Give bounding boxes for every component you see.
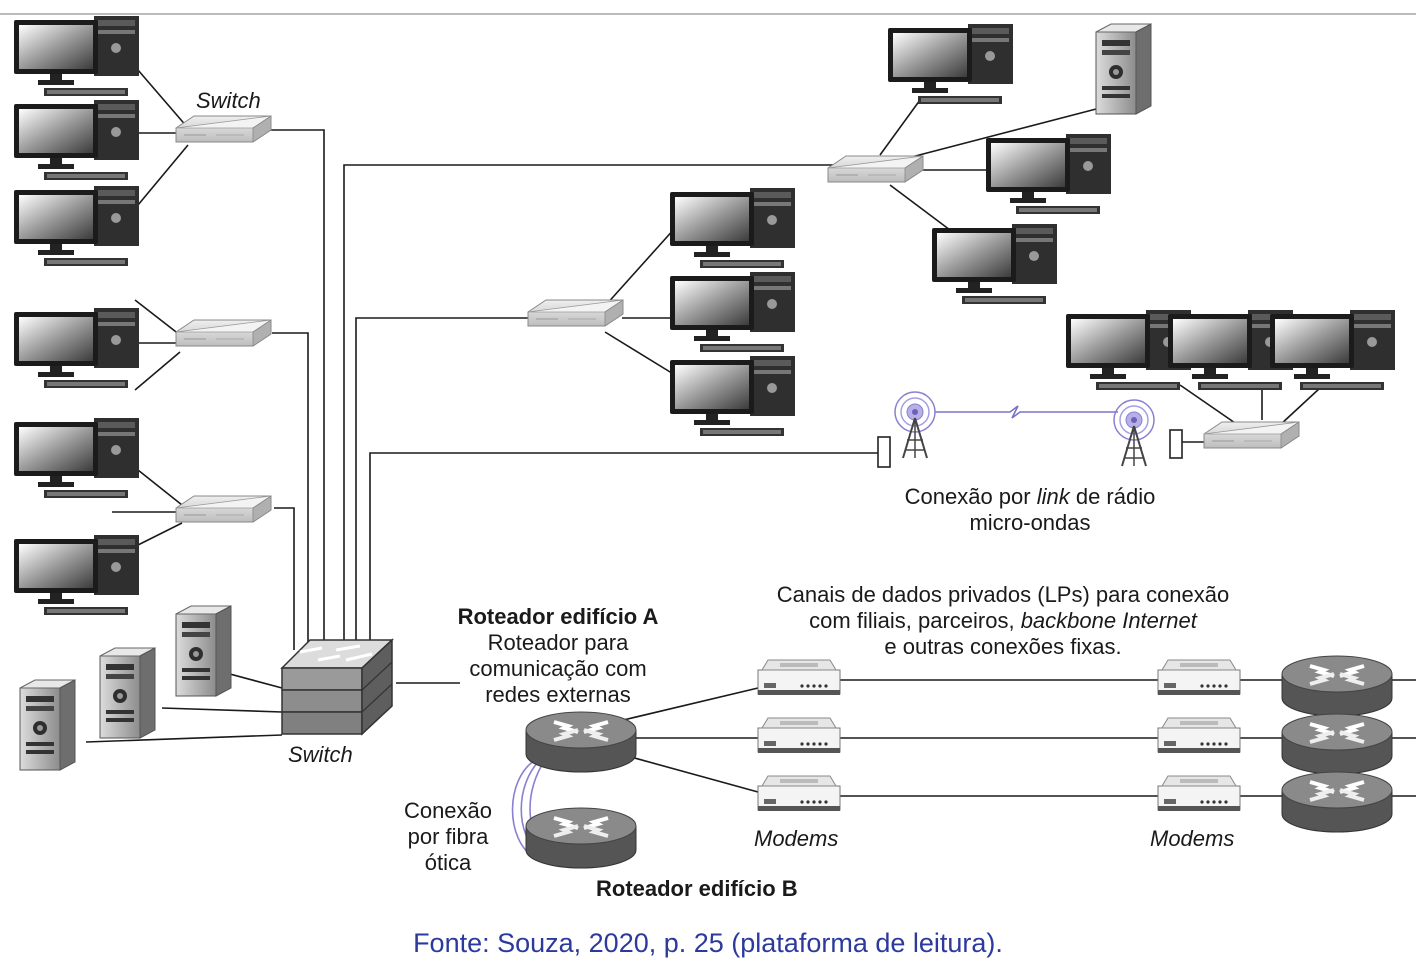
workstation-icon	[932, 224, 1057, 304]
switch-icon	[175, 319, 272, 347]
workstation-icon	[670, 272, 795, 352]
switch-label-top: Switch	[196, 88, 261, 113]
modem-icon	[757, 775, 841, 812]
lp-label-line3: e outras conexões fixas.	[884, 634, 1122, 659]
router-a-label: Roteador edifício A Roteador para comuni…	[430, 604, 686, 708]
router-icon	[1280, 654, 1394, 718]
server-tower-icon	[175, 605, 232, 697]
workstation-icon	[670, 356, 795, 436]
modem-icon	[1157, 659, 1241, 696]
fiber-line2: por fibra	[407, 824, 489, 849]
radio-label-text: Conexão por	[904, 484, 1037, 509]
workstation-icon	[14, 16, 139, 96]
radio-label-link: link	[1036, 484, 1070, 509]
lp-label-line1: Canais de dados privados (LPs) para cone…	[776, 582, 1230, 607]
modems-label-left: Modems	[754, 826, 839, 851]
modem-icon	[1157, 717, 1241, 754]
workstation-icon	[14, 100, 139, 180]
radio-label-text-end: de rádio	[1069, 484, 1156, 509]
lp-label-backbone: backbone Internet	[1020, 608, 1197, 633]
router-icon	[1280, 770, 1394, 834]
main-switch-icon	[280, 638, 394, 736]
fiber-label: Conexão por fibra ótica	[388, 798, 508, 876]
router-a-line3: redes externas	[485, 682, 631, 707]
radio-adapter-icon	[877, 436, 891, 468]
radio-label-line2: micro-ondas	[969, 510, 1091, 535]
workstation-icon	[14, 535, 139, 615]
server-tower-icon	[19, 679, 76, 771]
cable-lines	[85, 69, 1416, 797]
modem-icon	[1157, 775, 1241, 812]
router-b-label: Roteador edifício B	[596, 876, 798, 901]
router-icon	[1280, 712, 1394, 776]
router-b-icon	[524, 806, 638, 870]
fiber-line3: ótica	[424, 850, 472, 875]
switch-label-main: Switch	[288, 742, 353, 767]
fiber-line1: Conexão	[403, 798, 493, 823]
workstation-icon	[14, 418, 139, 498]
radio-adapter-icon	[1169, 429, 1183, 459]
modem-icon	[757, 659, 841, 696]
antenna-icon	[1113, 399, 1155, 467]
radio-link-label: Conexão por link de rádio micro-ondas	[860, 484, 1200, 536]
radio-link-line	[935, 405, 1118, 419]
workstation-icon	[14, 186, 139, 266]
lp-label-line2: com filiais, parceiros,	[809, 608, 1021, 633]
router-a-title: Roteador edifício A	[457, 604, 659, 629]
workstation-icon	[1270, 310, 1395, 390]
switch-icon	[827, 155, 924, 183]
figure-caption: Fonte: Souza, 2020, p. 25 (plataforma de…	[413, 928, 1003, 958]
switch-icon	[175, 495, 272, 523]
router-a-icon	[524, 710, 638, 774]
modem-icon	[757, 717, 841, 754]
server-tower-icon	[1095, 23, 1152, 115]
switch-icon	[1203, 421, 1300, 449]
switch-icon	[175, 115, 272, 143]
lp-channels-label: Canais de dados privados (LPs) para cone…	[730, 582, 1276, 660]
workstation-icon	[986, 134, 1111, 214]
router-a-line1: Roteador para	[487, 630, 629, 655]
workstation-icon	[14, 308, 139, 388]
workstation-icon	[670, 188, 795, 268]
modems-label-right: Modems	[1150, 826, 1235, 851]
antenna-icon	[894, 391, 936, 459]
switch-icon	[527, 299, 624, 327]
workstation-icon	[888, 24, 1013, 104]
server-tower-icon	[99, 647, 156, 739]
router-a-line2: comunicação com	[469, 656, 647, 681]
